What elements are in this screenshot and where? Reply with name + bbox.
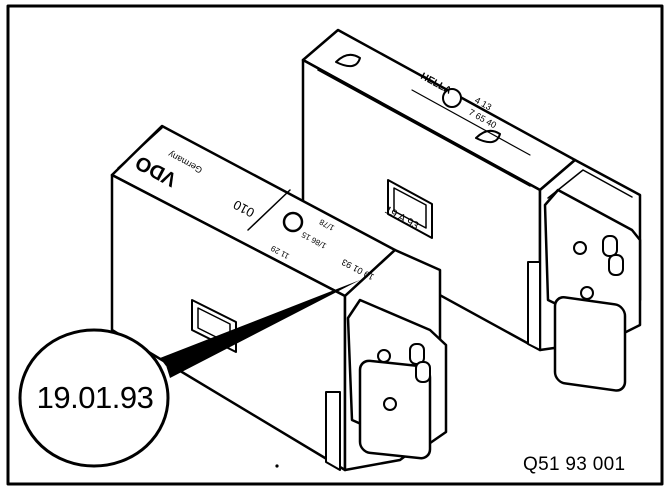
relay-front-bracket [325,391,341,471]
callout-circle [18,328,170,468]
relay-rear-bracket [527,261,541,351]
relay-front-emblem [282,211,304,233]
figure-border [6,4,664,486]
relay-rear: HELLA 4 13 7 65 40 19 A 93 [301,28,642,392]
relay-rear-logo-mark [442,88,462,108]
relay-rear-window [387,179,433,239]
callout-date: 19.01.93 [36,380,154,415]
callout-pointer [165,280,360,378]
relay-front: VDO Germany 010 1/78 11 29 1/86 15 19 01… [110,124,448,472]
relay-rear-latch [335,53,361,68]
figure-reference: Q51 93 001 [523,454,626,475]
